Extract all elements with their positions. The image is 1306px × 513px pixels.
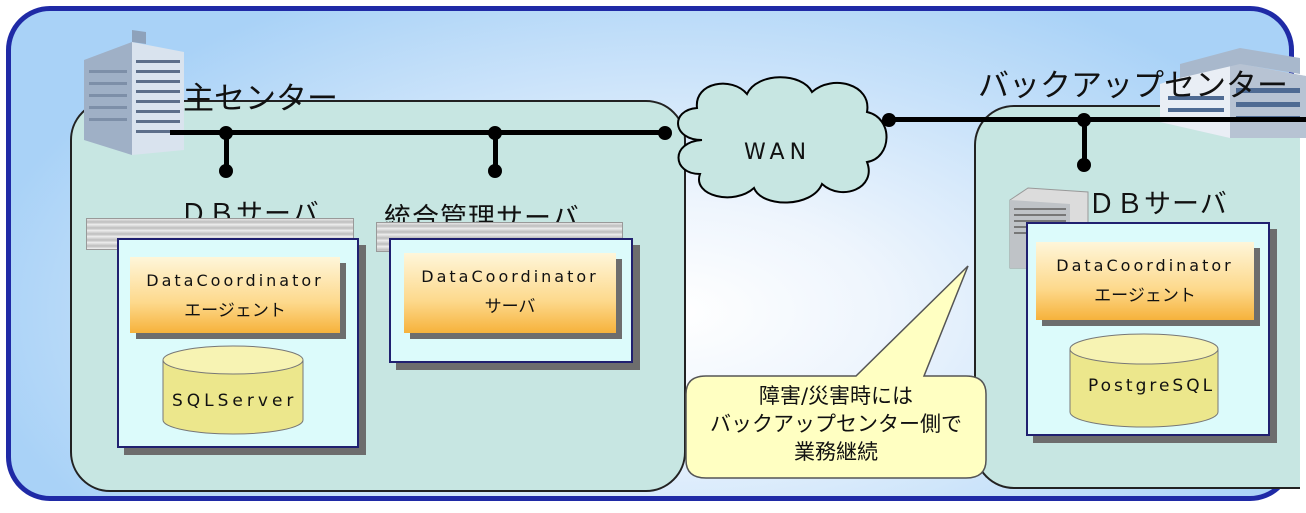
postgresql-label: PostgreSQL [1088,376,1216,396]
callout-line-3: 業務継続 [794,440,878,464]
db-agent-role: エージェント [184,301,286,321]
backup-db-server-title: ＤＢサーバ [1088,189,1228,220]
wan-label: WAN [744,140,812,165]
backup-agent-software: DataCoordinator エージェント [1036,242,1254,320]
db-server-drop [224,133,229,173]
mgmt-server-endpoint [488,164,502,178]
db-server-endpoint [219,164,233,178]
postgresql-database-icon [1069,333,1219,428]
wan-cloud-icon [677,76,888,204]
backup-center-title: バックアップセンター [978,68,1288,104]
failover-callout-text: 障害/災害時には バックアップセンター側で 業務継続 [688,382,984,466]
mgmt-software-role: サーバ [484,297,536,317]
wan-connector-left [658,126,672,140]
mgmt-software-product-name: DataCoordinator [421,267,599,286]
wan-connector-right [882,113,896,127]
sqlserver-label: SQLServer [172,391,298,411]
backup-db-endpoint [1077,158,1091,172]
db-agent-software: DataCoordinator エージェント [130,257,340,333]
main-network-line [170,130,665,135]
sqlserver-database-icon [162,345,304,435]
backup-agent-role: エージェント [1094,286,1196,306]
main-building-icon [84,30,184,155]
db-agent-product-name: DataCoordinator [146,271,324,290]
callout-line-1: 障害/災害時には [758,384,914,408]
backup-db-drop [1082,120,1087,164]
backup-network-line [890,117,1306,122]
mgmt-server-software: DataCoordinator サーバ [404,253,616,333]
main-center-title: 主センター [183,81,338,117]
mgmt-server-drop [493,133,498,173]
callout-line-2: バックアップセンター側で [710,412,962,436]
backup-agent-product-name: DataCoordinator [1056,256,1234,275]
failover-callout-bubble [685,265,987,479]
